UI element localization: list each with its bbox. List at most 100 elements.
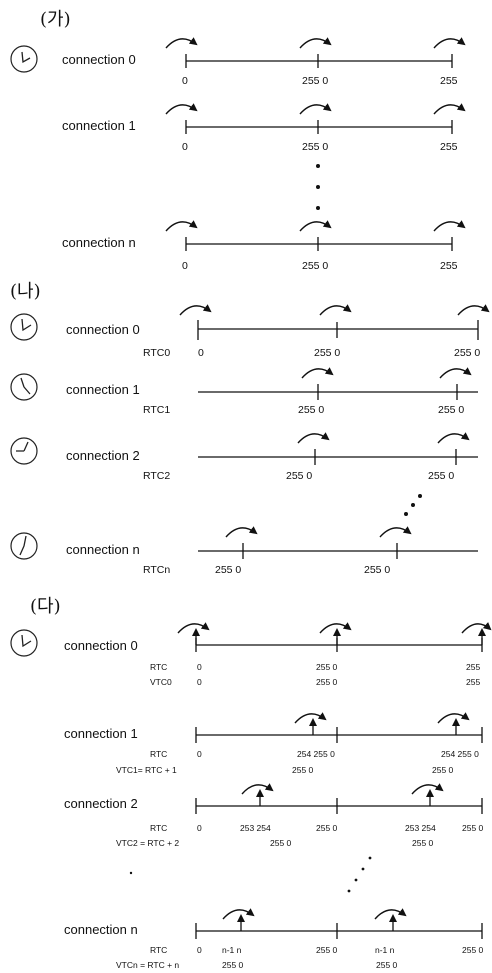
ga-row-0: connection 0 0 255 0 255 [62, 37, 466, 87]
tick-label: 255 0 [292, 765, 314, 775]
tick-label: 255 0 [298, 404, 324, 416]
connection-label: connection 1 [66, 382, 140, 397]
cycle-arrow [179, 304, 212, 316]
cycle-arrow [433, 37, 466, 49]
tick-label: 255 [440, 75, 458, 87]
section-title-da: (다) [30, 596, 61, 617]
cycle-arrow [241, 783, 274, 795]
cycle-arrow [437, 432, 470, 444]
cycle-arrow [299, 220, 332, 232]
connection-label: connection 1 [64, 726, 138, 741]
tick-label: 0 [197, 677, 202, 687]
tick-label: 255 0 [316, 677, 338, 687]
connection-label: connection 1 [62, 118, 136, 133]
tick-label: 255 0 [215, 564, 241, 576]
na-row-1: connection 1 RTC1 255 0 255 0 [10, 367, 478, 416]
tick-label: 255 0 [316, 945, 338, 955]
clock-icon [10, 437, 38, 465]
cycle-arrow [297, 432, 330, 444]
tick-label: 255 0 [428, 470, 454, 482]
da-row-0: connection 0 RTC VTC0 0 255 0 255 0 255 … [64, 622, 492, 687]
cycle-arrow [301, 367, 334, 379]
ellipsis-dots [404, 494, 422, 516]
tick-label: 255 0 [222, 960, 244, 970]
tick-label: 255 0 [454, 347, 480, 359]
connection-label: connection n [64, 922, 138, 937]
tick-label: 255 0 [462, 823, 484, 833]
cycle-arrow [433, 103, 466, 115]
ellipsis-dots [129, 856, 372, 893]
da-row-n: connection n RTC VTCn = RTC + n 0 n-1 n … [64, 908, 484, 970]
rtc-label: RTC [150, 749, 167, 759]
clock-icon [10, 45, 38, 73]
section-title-ga: (가) [40, 9, 71, 30]
cycle-arrow [461, 622, 492, 634]
tick-label: n-1 n [222, 945, 242, 955]
cycle-arrow [299, 103, 332, 115]
tick-label: 254 255 0 [441, 749, 479, 759]
tick-label: 253 254 [240, 823, 271, 833]
tick-label: 255 0 [432, 765, 454, 775]
tick-label: 253 254 [405, 823, 436, 833]
connection-label: connection n [62, 235, 136, 250]
rtc-label: RTC [150, 823, 167, 833]
tick-label: 0 [182, 75, 188, 87]
clock-icon [10, 629, 38, 657]
ellipsis-dots [316, 164, 320, 210]
tick-label: 255 0 [364, 564, 390, 576]
rtc-label: RTC2 [143, 470, 170, 482]
tick-label: 255 0 [316, 662, 338, 672]
cycle-arrow [165, 220, 198, 232]
da-row-2: connection 2 RTC VTC2 = RTC + 2 0 253 25… [64, 783, 484, 848]
vtc-label: VTC0 [150, 677, 172, 687]
tick-label: 255 0 [270, 838, 292, 848]
tick-label: 255 0 [462, 945, 484, 955]
tick-label: 0 [197, 749, 202, 759]
clock-icon [10, 373, 38, 401]
cycle-arrow [411, 783, 444, 795]
cycle-arrow [374, 908, 407, 920]
tick-label: 255 0 [412, 838, 434, 848]
cycle-arrow [165, 103, 198, 115]
cycle-arrow [225, 526, 258, 538]
tick-label: 0 [197, 823, 202, 833]
da-row-1: connection 1 RTC VTC1= RTC + 1 0 254 255… [64, 712, 483, 775]
tick-label: 255 [466, 662, 480, 672]
cycle-arrow [177, 622, 210, 634]
cycle-arrow [457, 304, 490, 316]
ga-row-n: connection n 0 255 0 255 [62, 220, 466, 272]
tick-label: 255 0 [302, 260, 328, 272]
connection-label: connection 2 [64, 796, 138, 811]
clock-icon [10, 313, 38, 341]
tick-label: 0 [182, 260, 188, 272]
ga-row-1: connection 1 0 255 0 255 [62, 103, 466, 153]
tick-label: 255 0 [302, 75, 328, 87]
cycle-arrow [433, 220, 466, 232]
tick-label: n-1 n [375, 945, 395, 955]
tick-label: 255 [466, 677, 480, 687]
tick-label: 255 [440, 141, 458, 153]
rtc-label: RTC0 [143, 347, 170, 359]
tick-label: 254 255 0 [297, 749, 335, 759]
connection-label: connection 0 [64, 638, 138, 653]
cycle-arrow [299, 37, 332, 49]
rtc-label: RTC [150, 945, 167, 955]
tick-label: 255 0 [286, 470, 312, 482]
cycle-arrow [379, 526, 412, 538]
connection-label: connection 0 [62, 52, 136, 67]
connection-label: connection 2 [66, 448, 140, 463]
na-row-n: connection n RTCn 255 0 255 0 [10, 526, 478, 576]
cycle-arrow [294, 712, 327, 724]
cycle-arrow [439, 367, 472, 379]
na-row-0: connection 0 RTC0 0 255 0 255 0 [10, 304, 490, 359]
section-title-na: (나) [10, 281, 41, 302]
cycle-arrow [165, 37, 198, 49]
tick-label: 255 [440, 260, 458, 272]
tick-label: 0 [198, 347, 204, 359]
cycle-arrow [319, 622, 352, 634]
tick-label: 0 [197, 662, 202, 672]
vtc-label: VTC2 = RTC + 2 [116, 838, 179, 848]
vtc-label: VTC1= RTC + 1 [116, 765, 177, 775]
tick-label: 255 0 [316, 823, 338, 833]
